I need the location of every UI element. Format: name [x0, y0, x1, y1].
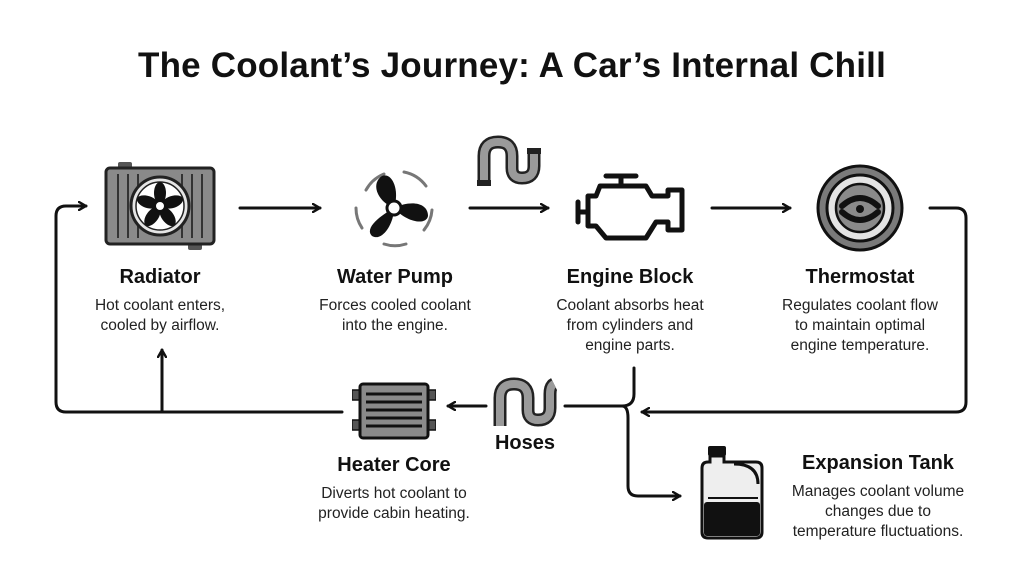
heater-core-icon [352, 382, 436, 440]
thermostat-label: Thermostat [805, 266, 915, 288]
heater-core-label: Heater Core [337, 454, 451, 476]
diagram-title: The Coolant’s Journey: A Car’s Internal … [138, 46, 886, 85]
thermostat-valve-icon [816, 164, 904, 252]
hoses-label: Hoses [494, 432, 556, 454]
arrow-engine-down-branch [563, 366, 636, 408]
arrow-engine-to-expansion-tank [620, 404, 682, 496]
engine-block-description: Coolant absorbs heat from cylinders and … [556, 297, 704, 354]
arrow-heater-core-return [54, 206, 344, 414]
expansion-tank-description: Manages coolant volume changes due to te… [791, 483, 965, 540]
water-pump-description: Forces cooled coolant into the engine. [319, 297, 471, 334]
expansion-tank-label: Expansion Tank [802, 452, 954, 474]
radiator-label: Radiator [119, 266, 201, 288]
engine-block-icon [575, 173, 685, 241]
expansion-tank-icon [700, 446, 764, 540]
water-pump-label: Water Pump [337, 266, 453, 288]
arrow-thermostat-return [640, 206, 968, 412]
water-pump-impeller-icon [354, 170, 434, 248]
radiator-icon [104, 162, 216, 250]
hose-icon-lower [493, 377, 558, 427]
radiator-description: Hot coolant enters, cooled by airflow. [94, 297, 226, 334]
heater-core-description: Diverts hot coolant to provide cabin hea… [318, 485, 470, 522]
engine-block-label: Engine Block [566, 266, 694, 288]
thermostat-description: Regulates coolant flow to maintain optim… [782, 297, 938, 354]
hose-icon [477, 135, 541, 186]
